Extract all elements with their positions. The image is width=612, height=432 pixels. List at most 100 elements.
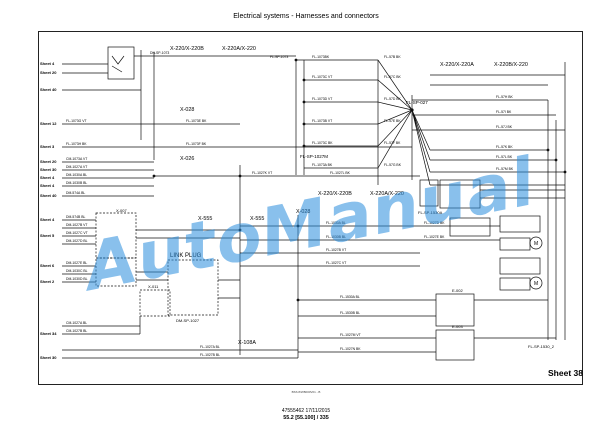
sheet-ref: Sheet 20: [40, 70, 57, 75]
wire-label: FL-1073A BK: [312, 163, 333, 167]
splice-label: FL-SP-1530_2: [528, 344, 555, 349]
relay-block-top-left: [107, 46, 135, 80]
wire-label: FL-1027N BK: [340, 347, 361, 351]
wire-label: FL-1027K VT: [252, 171, 272, 175]
footer-page: 55.2 [55.100] / 335: [283, 415, 329, 421]
splice-dot: [563, 170, 567, 174]
wire-label: FL-1073H BK: [66, 142, 87, 146]
wire-label: FL-57B BK: [384, 55, 401, 59]
motor-label: M: [534, 241, 538, 247]
wire-label: DM-1030D BL: [66, 277, 88, 281]
splice-dot: [546, 148, 550, 152]
fuse-box: [419, 179, 439, 207]
switch-module: [435, 329, 475, 361]
wire-label: DM-1030A BL: [66, 173, 87, 177]
wire-label: FL-1073BK: [312, 55, 330, 59]
splice-label: DM-SP-1027: [176, 318, 200, 323]
wire-label: FL-1073C VT: [312, 75, 332, 79]
wire-label: FL-1530B BL: [340, 311, 360, 315]
wire-label: DM-1027A VT: [66, 165, 87, 169]
wire-label: FL-57F BK: [384, 141, 401, 145]
relay-contact-symbol: [111, 55, 125, 73]
connector-label: X-028: [296, 209, 310, 215]
wire-label: FL-57C BK: [384, 75, 402, 79]
connector-x011: [139, 289, 171, 317]
page-header: Electrical systems - Harnesses and conne…: [233, 13, 379, 20]
device-label: E-003: [452, 324, 463, 329]
wire-label: FL-1073F BK: [186, 142, 207, 146]
wire-label: FL-57J BK: [496, 125, 513, 129]
connector-block: [499, 277, 531, 291]
motor-symbol: [529, 236, 543, 250]
connector-label: X-011: [148, 284, 159, 289]
wire-label: DM-574A BL: [66, 191, 85, 195]
wire-label: FL-1027B BL: [200, 353, 220, 357]
switch-module: [435, 293, 475, 327]
wire-label: DM-1027E BL: [66, 261, 87, 265]
splice-dot: [302, 122, 306, 126]
wire-label: FL-1073B VT: [312, 119, 332, 123]
connector-label: X-220A/X-220: [222, 46, 256, 52]
wire-label: CM-1073A VT: [66, 157, 87, 161]
wire-label: DM-1027C VT: [66, 231, 88, 235]
splice-dot: [302, 144, 306, 148]
wire-label: FL-57D BK: [384, 97, 402, 101]
sheet-ref: Sheet 40: [40, 193, 57, 198]
sheet-ref: Sheet 6: [40, 263, 55, 268]
splice-dot: [296, 224, 300, 228]
connector-label: X-220/X-220B: [170, 46, 204, 52]
wire-label: DM-1030B BL: [66, 181, 87, 185]
wire-label: FL-57H BK: [496, 95, 514, 99]
wire-label: FL-57I BK: [496, 110, 512, 114]
sheet-ref: Sheet 30: [40, 355, 57, 360]
link-plug: [167, 259, 219, 316]
connector-x007: [95, 212, 137, 259]
splice-fan: [377, 59, 413, 169]
splice-label: FL-SP-027: [406, 100, 428, 105]
wire-label: DM-1030C BL: [66, 269, 88, 273]
speaker-block: [439, 179, 481, 209]
splice-dot: [238, 228, 242, 232]
wire-label: FL-1027C VT: [326, 261, 346, 265]
sheet-ref: Sheet 4: [40, 183, 55, 188]
wire-label: FL-57M BK: [496, 167, 514, 171]
device-label: E-002: [452, 288, 463, 293]
sheet-ref: Sheet 12: [40, 121, 57, 126]
wire-label: FL-1073G VT: [66, 119, 87, 123]
sheet-ref: Sheet 4: [40, 217, 55, 222]
connector-label: X-555: [250, 216, 264, 222]
wire-label: DN-SP-1073: [150, 51, 169, 55]
wire-label: FL-57G BK: [384, 163, 402, 167]
splice-dot: [410, 108, 414, 112]
connector-label: X-220/X-220B: [318, 191, 352, 197]
wire-label: CM-1027A BL: [66, 321, 87, 325]
connector-lower: [95, 257, 137, 287]
sheet-ref: Sheet 2: [40, 279, 55, 284]
motor-label: M: [534, 281, 538, 287]
sheet-label: Sheet 38: [548, 368, 583, 378]
wire-label: FL-1030B BL: [326, 235, 346, 239]
motor-symbol: [529, 276, 543, 290]
splice-label: FL-SP-1530A: [418, 210, 443, 215]
connector-e002: [499, 215, 541, 233]
connector-block: [499, 257, 541, 275]
footer-doc-code: 47555462 17/11/2015: [281, 408, 331, 414]
splice-dot: [152, 174, 156, 178]
connector-label: X-026: [180, 156, 194, 162]
wire-label: FL-1027E BK: [424, 235, 445, 239]
wire-label: FL-1073D VT: [312, 97, 332, 101]
wire-label: FL-57E BK: [384, 119, 401, 123]
connector-label: X-007: [116, 208, 127, 213]
wire-label: FL-1530A BL: [340, 295, 360, 299]
wire-label: FL-57K BK: [496, 145, 513, 149]
splice-dot: [302, 100, 306, 104]
sheet-ref: Sheet 20: [40, 159, 57, 164]
splice-dot: [238, 174, 242, 178]
switch-module: [449, 217, 491, 237]
wire-label: DM-574B BL: [66, 215, 86, 219]
connector-label: X-220/X-220A: [440, 62, 474, 68]
sheet-ref: Sheet 30: [40, 167, 57, 172]
wire-label: FL-57L BK: [496, 155, 513, 159]
wire-label: FL-1027A BL: [200, 345, 220, 349]
